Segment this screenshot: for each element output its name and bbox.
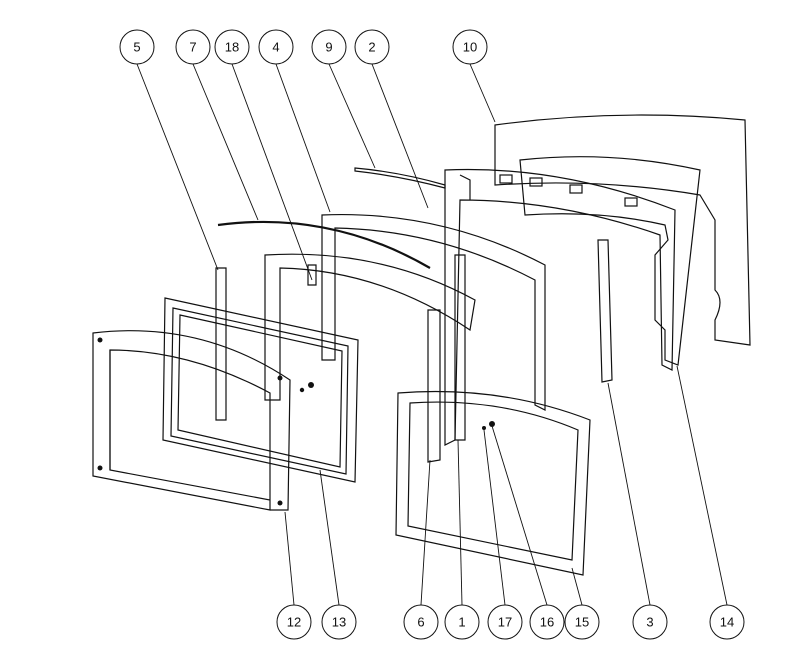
callout-4: 4 — [258, 29, 294, 65]
svg-text:16: 16 — [540, 615, 554, 630]
callout-14: 14 — [709, 604, 745, 640]
part-16-knob — [489, 421, 495, 427]
svg-text:5: 5 — [133, 40, 140, 55]
svg-text:3: 3 — [646, 615, 653, 630]
callout-15: 15 — [564, 604, 600, 640]
svg-text:7: 7 — [189, 40, 196, 55]
leader-10 — [469, 63, 496, 123]
part-6-inner-frame — [264, 253, 476, 463]
callout-3: 3 — [632, 604, 668, 640]
part-12-front-door — [92, 330, 291, 511]
leader-3 — [607, 382, 651, 606]
callout-6: 6 — [403, 604, 439, 640]
leader-16 — [491, 425, 548, 606]
part-14-frame — [519, 156, 701, 366]
leader-18 — [231, 63, 313, 281]
svg-text:9: 9 — [325, 40, 332, 55]
svg-text:4: 4 — [272, 40, 279, 55]
callout-18: 18 — [214, 29, 250, 65]
leader-9 — [328, 63, 376, 169]
leader-4 — [275, 63, 331, 213]
leader-17 — [483, 429, 506, 606]
part-3-side-strip — [597, 239, 613, 383]
part-15-trim-frame — [395, 390, 591, 576]
svg-text:6: 6 — [417, 615, 424, 630]
callout-9: 9 — [311, 29, 347, 65]
leader-7 — [192, 63, 259, 221]
svg-text:10: 10 — [463, 40, 477, 55]
leader-12 — [284, 511, 295, 606]
leader-5 — [136, 63, 219, 271]
leader-13 — [319, 469, 340, 606]
part-2-firebox-frame — [444, 168, 676, 446]
leader-15 — [571, 567, 583, 606]
svg-text:12: 12 — [287, 615, 301, 630]
svg-text:1: 1 — [458, 615, 465, 630]
callout-16: 16 — [529, 604, 565, 640]
svg-text:15: 15 — [575, 615, 589, 630]
svg-text:2: 2 — [368, 40, 375, 55]
leader-2 — [371, 63, 429, 209]
callout-1: 1 — [444, 604, 480, 640]
leader-lines — [136, 63, 728, 606]
svg-text:13: 13 — [332, 615, 346, 630]
callout-7: 7 — [175, 29, 211, 65]
part-9-top-bar — [354, 167, 446, 189]
callout-13: 13 — [321, 604, 357, 640]
callout-10: 10 — [452, 29, 488, 65]
leader-1 — [457, 439, 463, 606]
svg-text:18: 18 — [225, 40, 239, 55]
callout-17: 17 — [487, 604, 523, 640]
callout-2: 2 — [354, 29, 390, 65]
part-17-knob — [482, 426, 486, 430]
part-13-glass-frame — [162, 297, 359, 483]
callouts-top: 5 7 18 4 9 2 10 — [119, 29, 488, 65]
part-10-back-panel — [494, 114, 751, 346]
svg-text:17: 17 — [498, 615, 512, 630]
callouts-bottom: 12 13 6 1 17 16 15 3 14 — [276, 604, 745, 640]
svg-text:14: 14 — [720, 615, 734, 630]
part-4-arched-panel — [321, 214, 546, 411]
leader-14 — [676, 365, 728, 606]
callout-5: 5 — [119, 29, 155, 65]
leader-6 — [420, 459, 431, 606]
callout-12: 12 — [276, 604, 312, 640]
part-7-curved-rod — [217, 220, 431, 269]
